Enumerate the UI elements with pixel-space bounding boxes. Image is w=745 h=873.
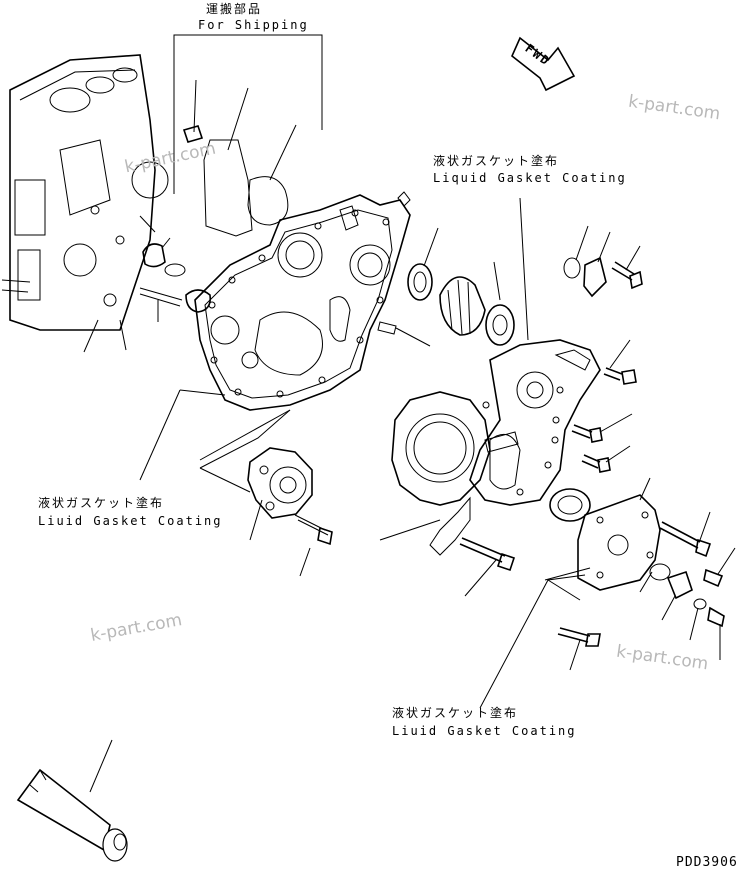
cylinder-block — [1, 54, 169, 331]
drawing-code: PDD3906 — [676, 855, 738, 870]
rear-plate — [544, 477, 661, 591]
gasket-leaders — [139, 197, 586, 709]
right-fasteners — [379, 225, 736, 671]
gasket-note-left-en: Liuid Gasket Coating — [38, 514, 223, 528]
shipping-label-en: For Shipping — [198, 18, 309, 32]
fwd-arrow — [511, 36, 576, 92]
gasket-note-top-jp: 液状ガスケット塗布 — [433, 154, 560, 168]
gasket-note-left-jp: 液状ガスケット塗布 — [38, 496, 165, 510]
crank-cover — [391, 339, 601, 556]
gasket-note-bottom-en: Liuid Gasket Coating — [392, 724, 577, 738]
shipping-parts — [182, 79, 297, 237]
shipping-label-jp: 運搬部品 — [206, 2, 263, 16]
gasket-note-top-en: Liquid Gasket Coating — [433, 171, 627, 185]
gasket-note-bottom-jp: 液状ガスケット塗布 — [392, 706, 519, 720]
shipping-bracket — [173, 34, 323, 194]
cover-small-parts — [83, 215, 431, 353]
oil-pump — [179, 389, 333, 577]
front-cover — [194, 191, 411, 411]
gear-train — [407, 227, 515, 346]
liquid-gasket-tube — [16, 739, 128, 862]
